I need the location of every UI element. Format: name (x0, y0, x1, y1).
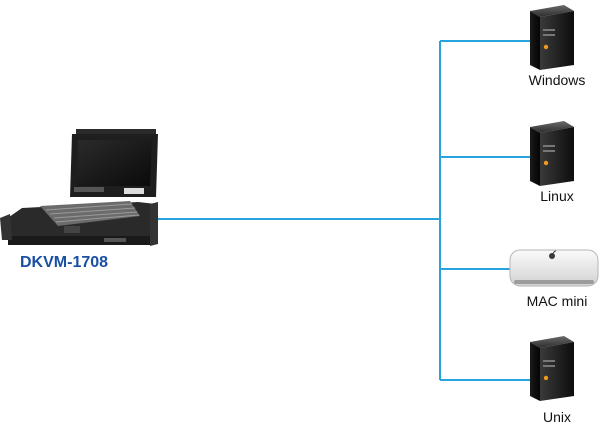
connector-lines (150, 40, 532, 381)
target-label-unix: Unix (542, 409, 572, 425)
rack-kvm-console-icon (0, 129, 158, 246)
target-label-windows: Windows (528, 72, 586, 88)
tower-server-icon (530, 121, 574, 186)
mac-mini-icon (509, 249, 599, 287)
target-label-linux: Linux (540, 188, 574, 204)
tower-server-icon (530, 5, 574, 70)
tower-server-icon (530, 336, 574, 401)
kvm-device-label: DKVM-1708 (20, 254, 109, 271)
target-label-mac-mini: MAC mini (526, 293, 588, 309)
